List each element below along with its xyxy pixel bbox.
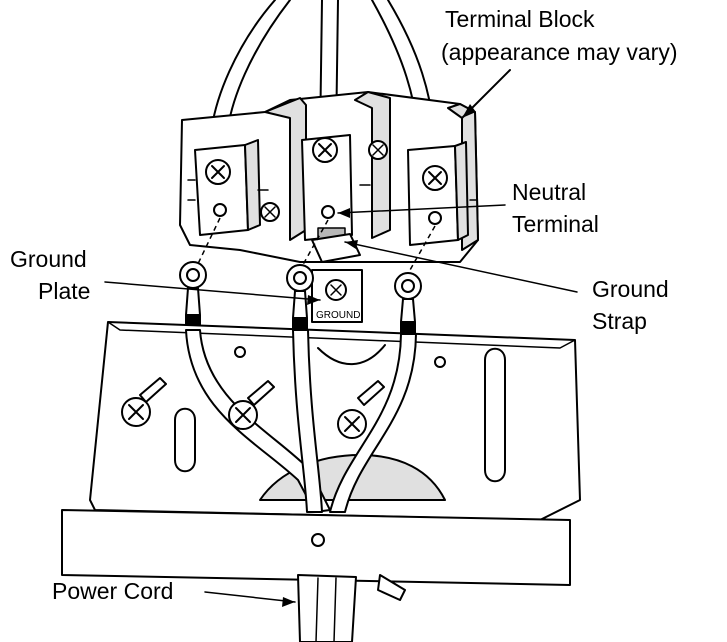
power-cord xyxy=(297,574,406,642)
small-screw-right-icon xyxy=(368,140,388,160)
small-screw-left-icon xyxy=(260,202,280,222)
ground-tag-text: GROUND xyxy=(316,310,360,321)
ground-strap-label-line1: Ground xyxy=(592,276,669,302)
ground-strap-arrow xyxy=(344,241,578,293)
power-cord-arrow xyxy=(204,591,296,603)
left-terminal-screw-icon xyxy=(205,159,231,185)
ground-strap: GROUND xyxy=(311,233,363,323)
center-terminal-screw-icon xyxy=(312,137,338,163)
terminal-block xyxy=(179,91,479,263)
neutral-label-line1: Neutral xyxy=(512,179,586,205)
left-ring-terminal xyxy=(179,261,207,327)
left-mount-screw-icon xyxy=(121,377,167,427)
terminal-screws xyxy=(205,137,448,225)
neutral-terminal-arrow xyxy=(337,204,506,214)
neutral-label-line2: Terminal xyxy=(512,211,599,237)
right-ring-terminal xyxy=(394,272,422,334)
power-cord-conductors xyxy=(185,329,417,513)
right-terminal-screw-icon xyxy=(422,165,448,191)
ground-plate-label-line1: Ground xyxy=(10,246,87,272)
callout-labels: Terminal Block (appearance may vary) Neu… xyxy=(10,6,678,604)
terminal-block-label: Terminal Block xyxy=(445,6,595,32)
center-mount-screw-icon xyxy=(228,380,275,430)
mounting-screws xyxy=(121,377,385,439)
ground-plate-arrow xyxy=(104,281,321,301)
pointer-arrows xyxy=(104,69,578,607)
power-cord-label: Power Cord xyxy=(52,578,173,604)
right-mount-screw-icon xyxy=(337,380,385,439)
junction-box xyxy=(61,321,581,586)
ground-plate-label-line2: Plate xyxy=(38,278,90,304)
ground-screw-icon xyxy=(325,279,347,301)
terminal-block-note: (appearance may vary) xyxy=(441,39,678,65)
ground-strap-label-line2: Strap xyxy=(592,308,647,334)
